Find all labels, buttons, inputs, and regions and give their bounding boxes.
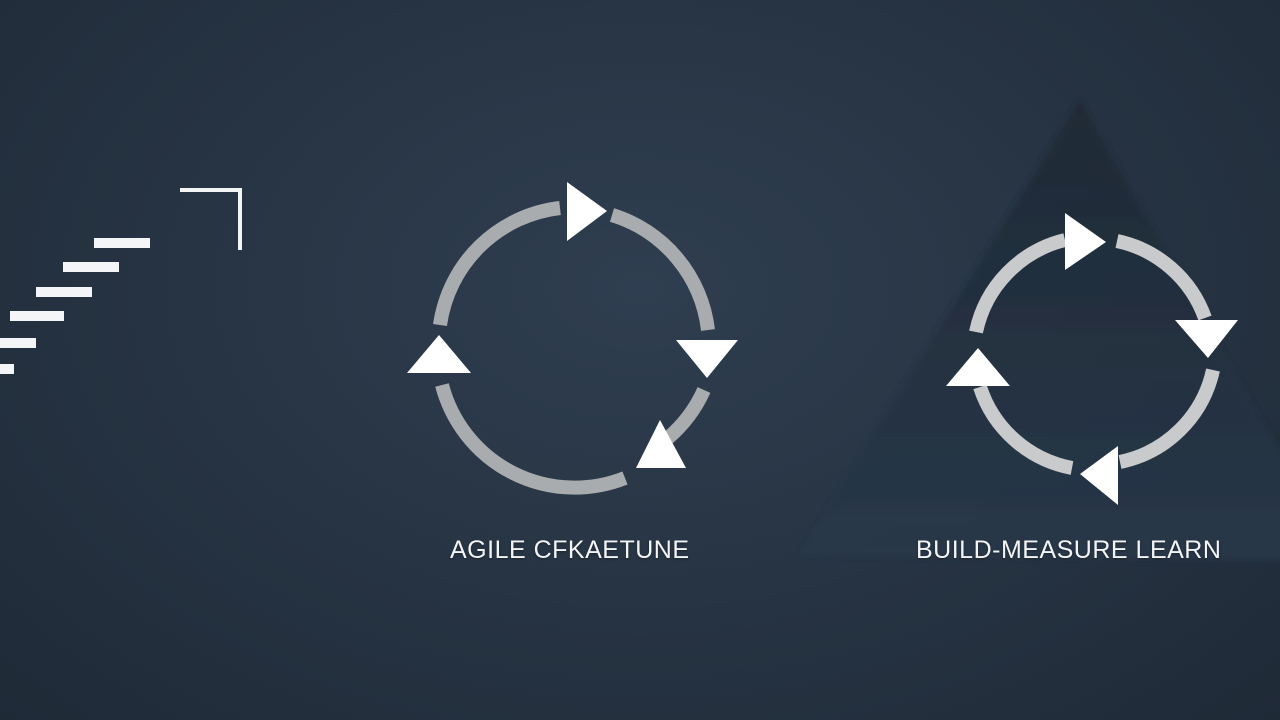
build-measure-learn-caption: BUILD-MEASURE LEARN [916, 536, 1222, 564]
arrow-right-icon [567, 182, 607, 241]
agile-cycle-icon [407, 182, 738, 495]
arrow-right-icon [1065, 213, 1106, 270]
arrowheads [946, 213, 1238, 505]
arrow-up-icon [636, 420, 686, 468]
ring [433, 201, 715, 495]
arrow-down-icon [676, 340, 738, 378]
ring [969, 233, 1220, 475]
staircase-icon [0, 188, 242, 374]
arrow-up-icon [407, 335, 471, 373]
arrow-up-icon [946, 348, 1010, 386]
arrow-left-icon [1080, 446, 1118, 505]
build-measure-learn-cycle-icon [946, 213, 1238, 505]
agile-caption: AGILE CFKAETUNE [450, 536, 690, 564]
arrow-down-icon [1175, 320, 1238, 358]
arrowheads [407, 182, 738, 468]
